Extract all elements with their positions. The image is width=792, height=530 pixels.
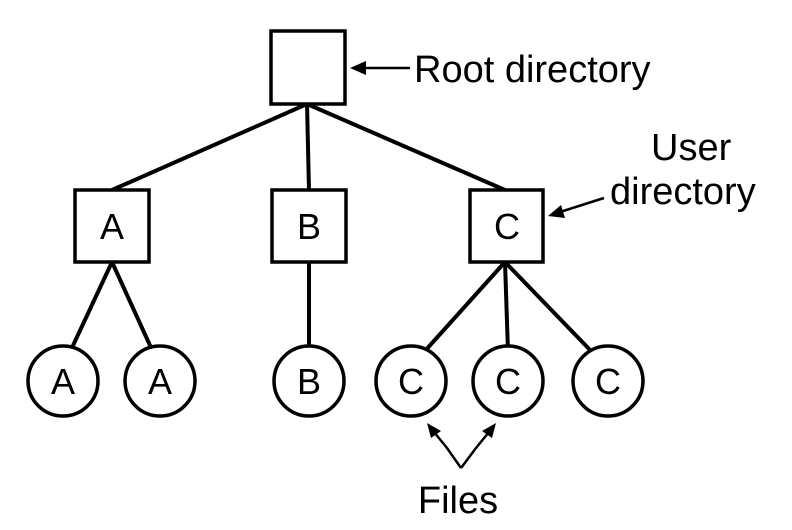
edge-c-file1 — [422, 260, 507, 354]
user-directory-b-label: B — [297, 206, 321, 247]
user-directory-a-node: A — [73, 188, 151, 264]
user-directory-b-box — [270, 188, 348, 264]
file-c-3: C — [571, 344, 645, 418]
file-label: C — [495, 361, 521, 402]
user-directory-c-node: C — [468, 188, 545, 264]
edge-root-c — [305, 102, 507, 192]
user-directory-c-label: C — [494, 206, 520, 247]
user-directory-label-line2: directory — [610, 171, 756, 213]
files-label: Files — [418, 480, 498, 522]
file-b-1: B — [272, 344, 346, 418]
user-arrow-head — [548, 205, 565, 218]
edge-root-b — [305, 102, 311, 192]
root-directory-box — [269, 29, 347, 106]
user-directory-c-box — [468, 188, 545, 264]
file-circle — [471, 344, 545, 418]
root-directory-annotation: Root directory — [350, 49, 651, 91]
user-directory-a-box — [73, 188, 151, 264]
edge-c-file3 — [503, 260, 594, 354]
file-c-1: C — [374, 344, 448, 418]
user-directory-annotation: User directory — [548, 127, 756, 218]
file-circle — [571, 344, 645, 418]
file-label: C — [595, 361, 621, 402]
root-directory-node — [269, 29, 347, 106]
edge-a-file1 — [68, 260, 114, 354]
file-edges — [68, 260, 594, 354]
files-arrow-left-head — [427, 423, 441, 438]
file-a-2: A — [123, 344, 197, 418]
root-edges — [110, 102, 507, 192]
file-circle — [123, 344, 197, 418]
user-directory-label-line1: User — [651, 127, 732, 169]
user-directory-b-node: B — [270, 188, 348, 264]
user-arrow-shaft — [559, 196, 605, 214]
root-arrow-head — [350, 61, 366, 75]
root-directory-label: Root directory — [414, 49, 651, 91]
files-annotation: Files — [418, 423, 498, 522]
file-label: A — [148, 361, 172, 402]
file-label: B — [297, 361, 321, 402]
edge-root-a — [110, 102, 309, 192]
file-circle — [26, 344, 100, 418]
edge-a-file2 — [110, 260, 155, 354]
file-a-1: A — [26, 344, 100, 418]
files-arrow-right-shaft — [460, 431, 490, 469]
file-circle — [272, 344, 346, 418]
file-circle — [374, 344, 448, 418]
file-label: A — [51, 361, 75, 402]
file-c-2: C — [471, 344, 545, 418]
files-arrow-left-shaft — [433, 431, 463, 469]
files-arrow-right-head — [482, 423, 496, 438]
edge-c-file2 — [503, 260, 510, 354]
user-directory-a-label: A — [100, 206, 124, 247]
file-label: C — [398, 361, 424, 402]
